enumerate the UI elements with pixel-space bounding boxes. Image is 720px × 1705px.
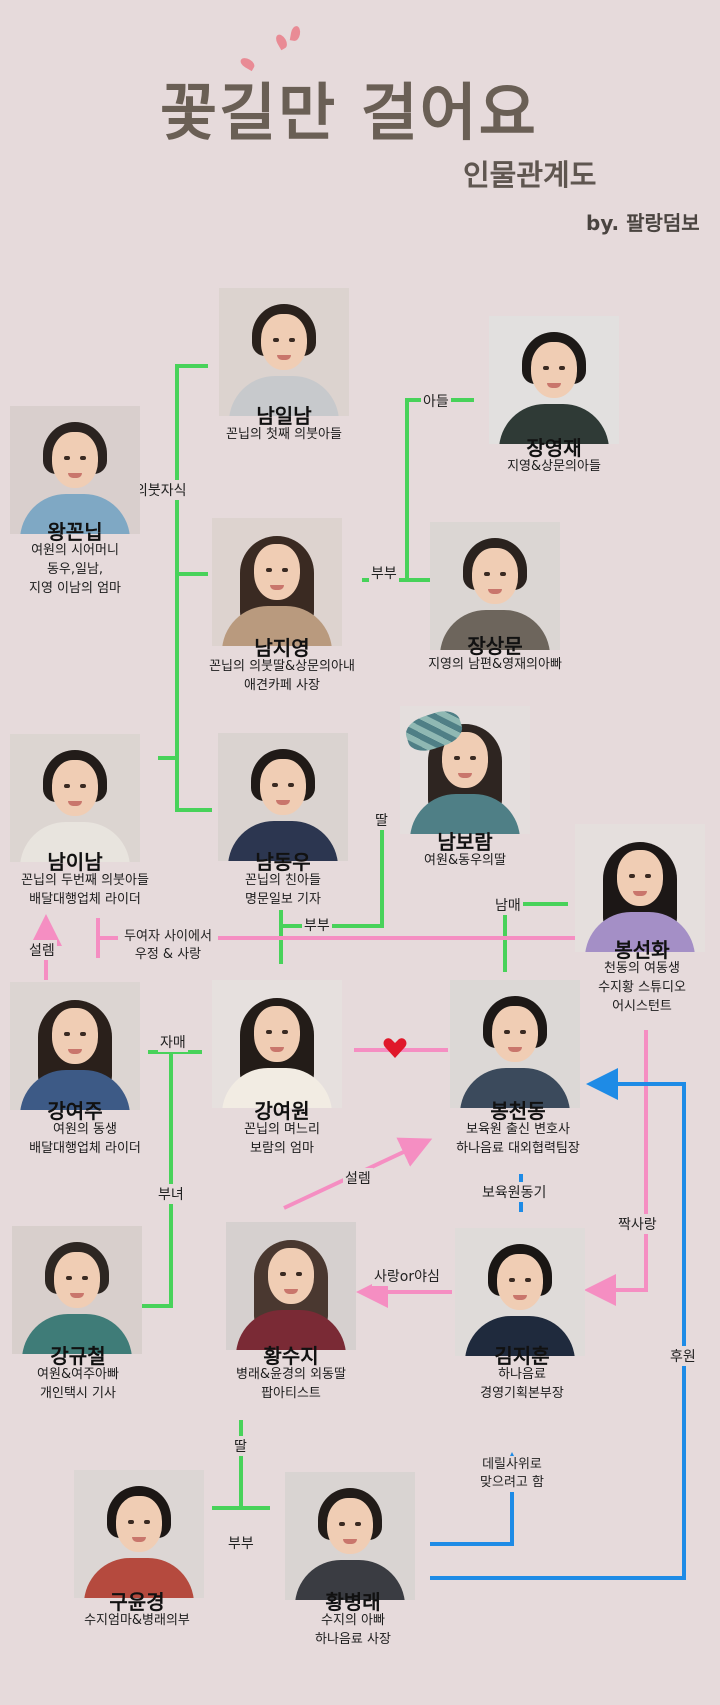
father-daughter-line [142, 1052, 173, 1308]
character-name: 왕꼰닙 [47, 520, 103, 544]
character-desc: 꼰닙의 첫째 의붓아들 [226, 427, 342, 442]
relation-label: 설렘 [27, 940, 57, 960]
heart-icon [383, 1038, 407, 1058]
portrait-gu-yungyeong [74, 1470, 204, 1598]
portrait-nam-inam [10, 734, 140, 862]
character-name: 강규철 [50, 1344, 106, 1368]
character-name: 황병래 [325, 1590, 381, 1614]
character-name: 장영재 [526, 436, 582, 460]
character-name: 강여주 [47, 1099, 103, 1123]
relation-label: 부부 [369, 563, 399, 583]
portrait-jang-sangmun [430, 522, 560, 650]
portrait-hwang-suji [226, 1222, 356, 1350]
relation-label: 짝사랑 [616, 1214, 659, 1234]
character-name: 강여원 [254, 1099, 310, 1123]
adopted-children-bracket [175, 364, 212, 812]
character-name: 장상문 [467, 634, 523, 658]
character-name: 황수지 [263, 1344, 319, 1368]
relation-label: 사랑or야심 [372, 1266, 442, 1286]
unrequited-arrow [584, 1030, 648, 1306]
character-name: 남이남 [47, 850, 103, 874]
character-desc: 지영&상문의아들 [507, 459, 601, 474]
relation-label: 딸 [232, 1436, 249, 1456]
portrait-kang-yeowon [212, 980, 342, 1108]
character-desc: 여원&동우의딸 [424, 853, 506, 868]
relation-label: 남매 [493, 895, 523, 915]
character-name: 봉선화 [614, 938, 670, 962]
author-byline: by. 팔랑덤보 [586, 211, 700, 235]
portrait-kim-jihun [455, 1228, 585, 1356]
relation-label: 설렘 [343, 1168, 373, 1188]
relation-label: 부녀 [156, 1184, 186, 1204]
character-name: 남동우 [255, 850, 311, 874]
relation-label: 보육원동기 [480, 1182, 549, 1202]
portrait-nam-jiyeong [212, 518, 342, 646]
portrait-jang-yeongjae [489, 316, 619, 444]
portrait-nam-ilnam [219, 288, 349, 416]
portrait-hwang-byeongrae [285, 1472, 415, 1600]
sponsor-arrow [430, 1068, 686, 1580]
relation-label: 후원 [668, 1346, 698, 1366]
character-name: 남일남 [256, 404, 312, 428]
portrait-nam-boram [400, 706, 530, 834]
relation-label: 부부 [226, 1533, 256, 1553]
relation-label: 자매 [158, 1032, 188, 1052]
portrait-bong-cheondong [450, 980, 580, 1108]
character-name: 구윤경 [109, 1590, 165, 1614]
portrait-nam-dongwoo [218, 733, 348, 861]
character-desc: 수지엄마&병래의부 [84, 1613, 190, 1628]
character-name: 봉천동 [490, 1099, 546, 1123]
relation-label: 아들 [421, 391, 451, 411]
portrait-wang-kkonnip [10, 406, 140, 534]
relation-label: 부부 [302, 915, 332, 935]
portrait-kang-yeoju [10, 982, 140, 1110]
chart-subtitle: 인물관계도 [463, 158, 597, 192]
relation-label: 딸 [373, 810, 390, 830]
portrait-bong-seonhwa [575, 824, 705, 952]
character-desc: 지영의 남편&영재의아빠 [428, 657, 562, 672]
character-name: 남보람 [437, 830, 493, 854]
character-name: 김지훈 [494, 1344, 550, 1368]
character-name: 남지영 [254, 636, 310, 660]
portrait-kang-gyucheol [12, 1226, 142, 1354]
relation-label: 의붓자식 [133, 480, 189, 500]
drama-title: 꽃길만 걸어요 [160, 76, 538, 149]
